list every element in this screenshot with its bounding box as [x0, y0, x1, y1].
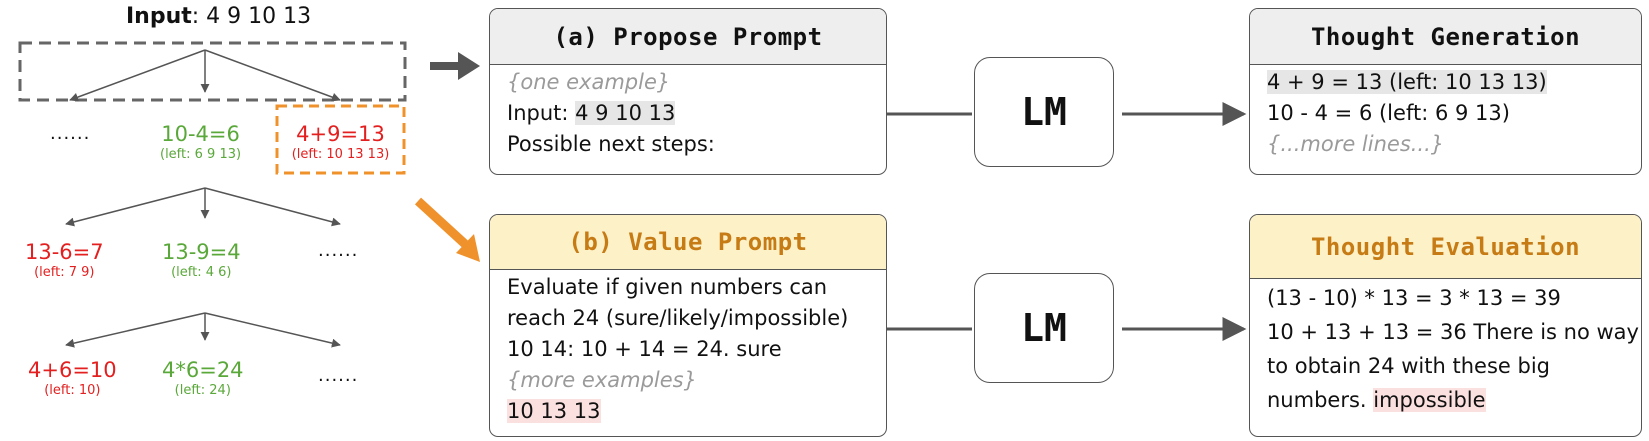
root-dashed-box	[18, 41, 407, 102]
branch-root-right	[204, 49, 341, 102]
value-prompt-box: (b) Value Prompt Evaluate if given numbe…	[489, 214, 887, 437]
node-remaining: (left: 24)	[174, 383, 231, 398]
evaluation-verdict: impossible	[1373, 388, 1486, 412]
prompt-input-line: Input: 4 9 10 13	[507, 101, 676, 125]
value-prompt-title: (b) Value Prompt	[490, 215, 886, 270]
prompt-input-numbers: 4 9 10 13	[575, 101, 676, 125]
value-more-examples: {more examples}	[507, 368, 697, 392]
node-remaining: (left: 6 9 13)	[160, 147, 242, 162]
branch-l3-left	[65, 312, 206, 348]
branch-l3-right	[204, 312, 341, 348]
evaluation-line-2: 10 + 13 + 13 = 36 There is no way	[1267, 320, 1639, 344]
branch-l2-left	[65, 187, 206, 227]
propose-prompt-body: {one example} Input: 4 9 10 13 Possible …	[490, 65, 886, 160]
value-instruction-1: Evaluate if given numbers can	[507, 275, 828, 299]
thought-evaluation-body: (13 - 10) * 13 = 3 * 13 = 39 10 + 13 + 1…	[1250, 279, 1641, 417]
generated-thought-1: 4 + 9 = 13 (left: 10 13 13)	[1267, 70, 1547, 94]
node-remaining: (left: 7 9)	[34, 265, 95, 280]
value-example: 10 14: 10 + 14 = 24. sure	[507, 337, 782, 361]
evaluation-line-3: to obtain 24 with these big	[1267, 354, 1550, 378]
propose-prompt-title: (a) Propose Prompt	[490, 9, 886, 65]
evaluation-line-1: (13 - 10) * 13 = 3 * 13 = 39	[1267, 286, 1561, 310]
tree-node-ellipsis: ......	[318, 365, 359, 386]
node-remaining: (left: 4 6)	[171, 265, 232, 280]
evaluation-line-4: numbers. impossible	[1267, 388, 1486, 412]
node-remaining: (left: 10 13 13)	[291, 147, 390, 162]
prompt-next-steps: Possible next steps:	[507, 132, 715, 156]
big-gray-arrow	[430, 52, 480, 80]
node-remaining: (left: 10)	[44, 383, 101, 398]
node-equation: 4*6=24	[162, 358, 244, 382]
node-equation: 13-6=7	[25, 240, 104, 264]
tree-node-l1-green: 10-4=6 (left: 6 9 13)	[160, 122, 241, 163]
input-label: Input: 4 9 10 13	[126, 4, 311, 29]
tree-node-l2-green: 13-9=4 (left: 4 6)	[162, 240, 241, 281]
tree-node-ellipsis: ......	[50, 123, 91, 144]
tree-node-l3-red: 4+6=10 (left: 10)	[28, 358, 117, 399]
node-equation: 13-9=4	[162, 240, 241, 264]
value-instruction-2: reach 24 (sure/likely/impossible)	[507, 306, 849, 330]
input-value: : 4 9 10 13	[191, 4, 312, 29]
thought-evaluation-box: Thought Evaluation (13 - 10) * 13 = 3 * …	[1249, 214, 1642, 437]
generated-more-lines: {...more lines...}	[1267, 132, 1445, 156]
branch-l2-right	[204, 187, 341, 227]
lm-box-top: LM	[974, 57, 1114, 167]
propose-prompt-box: (a) Propose Prompt {one example} Input: …	[489, 8, 887, 175]
thought-generation-title: Thought Generation	[1250, 9, 1641, 65]
thought-generation-box: Thought Generation 4 + 9 = 13 (left: 10 …	[1249, 8, 1642, 175]
big-orange-arrow	[414, 197, 480, 262]
value-query: 10 13 13	[507, 399, 601, 423]
tree-node-l2-red: 13-6=7 (left: 7 9)	[25, 240, 104, 281]
node-equation: 4+9=13	[296, 122, 385, 146]
node-equation: 10-4=6	[161, 122, 240, 146]
prompt-placeholder: {one example}	[507, 70, 671, 94]
node-equation: 4+6=10	[28, 358, 117, 382]
branch-root-left	[69, 49, 206, 102]
thought-generation-body: 4 + 9 = 13 (left: 10 13 13) 10 - 4 = 6 (…	[1250, 65, 1641, 160]
tree-node-l3-green: 4*6=24 (left: 24)	[162, 358, 244, 399]
input-label-key: Input	[126, 4, 192, 29]
tree-node-l1-red: 4+9=13 (left: 10 13 13)	[282, 122, 399, 163]
generated-thought-2: 10 - 4 = 6 (left: 6 9 13)	[1267, 101, 1510, 125]
thought-evaluation-title: Thought Evaluation	[1250, 215, 1641, 279]
selected-node-box	[275, 104, 406, 175]
lm-box-bottom: LM	[974, 273, 1114, 383]
tree-node-ellipsis: ......	[318, 240, 359, 261]
value-prompt-body: Evaluate if given numbers can reach 24 (…	[490, 270, 886, 427]
